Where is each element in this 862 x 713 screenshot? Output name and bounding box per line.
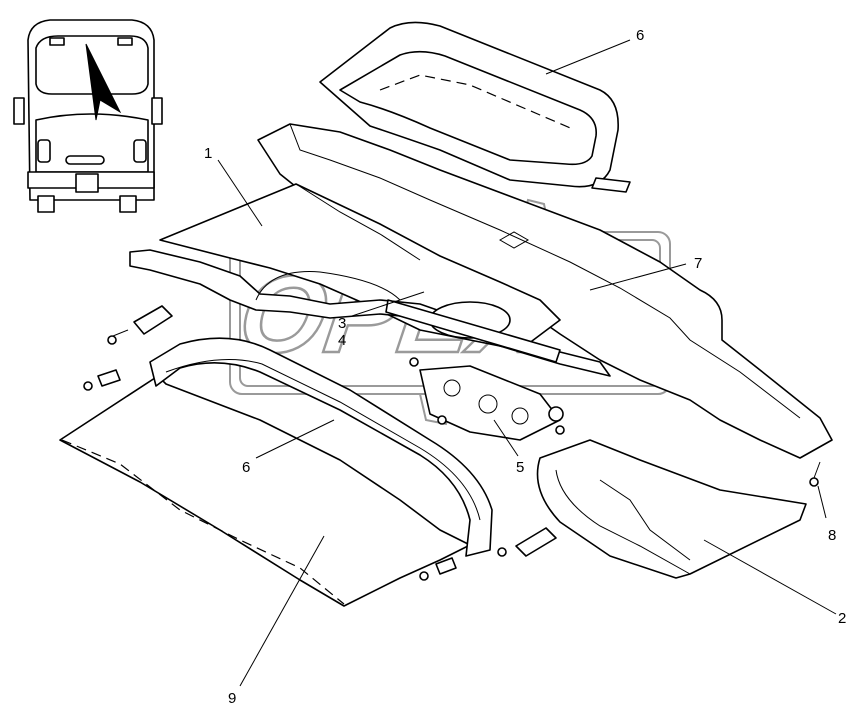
leader-2 (703, 539, 837, 615)
part-7-vent (498, 231, 530, 249)
leader-6-top (545, 39, 631, 75)
callout-4: 4 (338, 332, 346, 349)
part-3-4-rail (129, 249, 611, 377)
bus-tail-light-left (37, 139, 51, 163)
screw-head-center-lower (419, 571, 429, 581)
clip-center-lower (435, 557, 457, 575)
screw-head-center-mid (437, 415, 447, 425)
screw-right (813, 461, 821, 479)
rail-outline (129, 249, 611, 377)
screw-head-left-upper (107, 335, 117, 345)
bus-plate (65, 155, 105, 165)
bus-wheel-right (119, 195, 137, 213)
part-9-sheet (59, 375, 471, 607)
part-9-hidden-edge (61, 439, 345, 605)
callout-6-top: 6 (636, 27, 644, 44)
bus-light-right (117, 37, 133, 46)
fasteners (83, 305, 821, 581)
leader-3-4 (351, 291, 425, 317)
screw-head-plate (555, 425, 565, 435)
plate-hole-2 (478, 394, 498, 414)
clip-right-lower (515, 527, 557, 557)
leader-8 (817, 485, 827, 519)
callout-8: 8 (828, 527, 836, 544)
leader-5 (493, 419, 519, 457)
part-6-top-inner (339, 50, 597, 166)
plate-washer (548, 406, 564, 422)
bus-mirror-left (13, 97, 25, 125)
leader-1 (217, 159, 263, 227)
bus-tail-light-right (133, 139, 147, 163)
part-2-outline (536, 439, 807, 579)
bus-hitch (75, 173, 99, 193)
clip-left-upper (133, 305, 173, 335)
leader-lines (217, 39, 837, 687)
rail-rod (385, 299, 561, 363)
clip-left-lower (97, 369, 121, 387)
callouts: 1 2 3 4 5 6 6 7 8 9 (204, 27, 846, 707)
bus-wheel-left (37, 195, 55, 213)
part-2-fold (599, 479, 691, 561)
part-7-edge (289, 123, 801, 419)
plate-hole-3 (511, 407, 529, 425)
bus-engine-lid (35, 113, 149, 173)
bus-light-left (49, 37, 65, 46)
callout-2: 2 (838, 610, 846, 627)
plate-outline (419, 365, 561, 441)
part-6-curved-channel (149, 337, 493, 557)
callout-9: 9 (228, 690, 236, 707)
callout-6-lower: 6 (242, 459, 250, 476)
leader-6-lower (255, 419, 335, 459)
part-2-inner-edge (555, 469, 691, 575)
screw-head-center-upper (409, 357, 419, 367)
callout-5: 5 (516, 459, 524, 476)
part-6-9-lower-panel (59, 337, 493, 607)
part-6-top-hidden-line (379, 74, 576, 131)
callout-1: 1 (204, 145, 212, 162)
callout-3: 3 (338, 315, 346, 332)
rail-loop (255, 271, 401, 301)
screw-head-left-lower (83, 381, 93, 391)
view-direction-arrow-icon (85, 43, 122, 121)
screw-head-right-lower (497, 547, 507, 557)
screw-head-right (809, 477, 819, 487)
part-6-top-cover (319, 21, 631, 193)
part-6-channel-inner (165, 359, 481, 521)
part-1-edge (295, 183, 421, 261)
bus-rear-inset (13, 19, 163, 213)
plate-hole-1 (443, 379, 461, 397)
bus-mirror-right (151, 97, 163, 125)
leader-9 (239, 535, 325, 687)
part-2-floor-panel (536, 439, 807, 579)
part-6-top-clip (591, 177, 631, 193)
part-5-plate (419, 365, 564, 441)
callout-7: 7 (694, 255, 702, 272)
leader-7 (589, 263, 687, 291)
